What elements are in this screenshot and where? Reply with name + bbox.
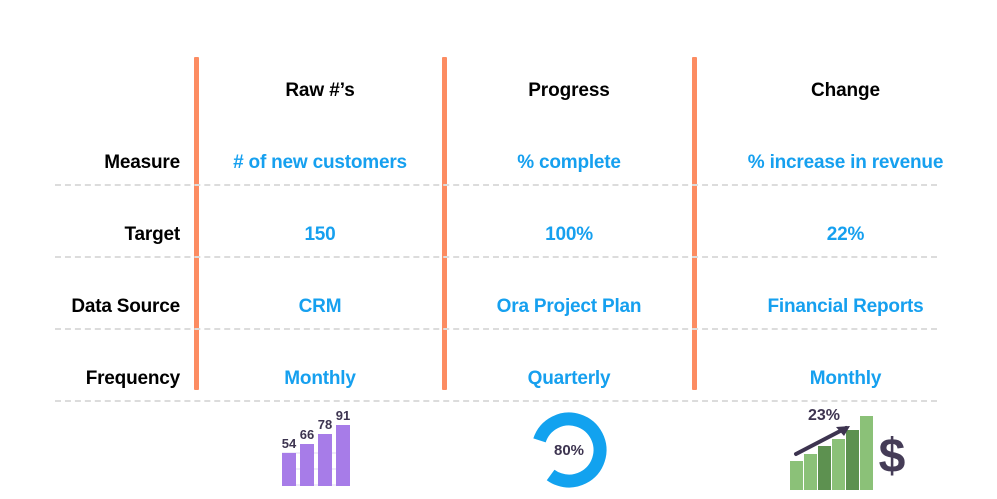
row-separator-2 xyxy=(55,256,937,258)
column-header-change: Change xyxy=(694,55,997,127)
header-corner-cell xyxy=(0,55,180,127)
cell-value: Ora Project Plan xyxy=(496,296,642,317)
bar-label-4: 91 xyxy=(336,408,350,423)
bar-label-1: 54 xyxy=(282,436,297,451)
column-divider-1 xyxy=(194,57,199,390)
green-bar-5 xyxy=(845,429,859,490)
cell-value: Monthly xyxy=(284,368,356,389)
cell-value: Financial Reports xyxy=(767,296,924,317)
donut-progress-icon: 80% xyxy=(531,411,607,487)
bar-3 xyxy=(318,433,332,486)
table-cell: Ora Project Plan xyxy=(444,271,694,343)
icon-strip: 54 66 78 91 80% xyxy=(0,400,997,499)
trend-arrow-line xyxy=(793,425,848,456)
cell-value: 22% xyxy=(826,224,865,245)
bar-1 xyxy=(282,452,296,486)
column-divider-3 xyxy=(692,57,697,390)
divider-gap xyxy=(180,271,196,343)
trend-arrow-head xyxy=(835,425,850,436)
divider-gap xyxy=(180,199,196,271)
divider-gap xyxy=(180,127,196,199)
column-header-label: Change xyxy=(810,80,881,101)
table-row: Measure # of new customers % complete % … xyxy=(0,127,997,199)
growth-chart-dollar-icon: 23% $ xyxy=(789,407,905,490)
column-header-progress: Progress xyxy=(444,55,694,127)
table-row: Frequency Monthly Quarterly Monthly xyxy=(0,343,997,415)
column-header-label: Progress xyxy=(528,80,610,101)
green-bar-2 xyxy=(803,453,817,490)
column-divider-2 xyxy=(442,57,447,390)
cell-value: % complete xyxy=(517,152,621,173)
row-label: Measure xyxy=(104,152,180,173)
table-cell: 150 xyxy=(196,199,444,271)
donut-center-label: 80% xyxy=(554,442,584,459)
icon-slot-progress: 80% xyxy=(444,400,694,499)
donut-progress-arc xyxy=(531,411,607,487)
row-separator-4 xyxy=(55,400,937,402)
green-bar-3 xyxy=(817,445,831,490)
row-separator-3 xyxy=(55,328,937,330)
green-bar-1 xyxy=(789,460,803,490)
table-grid: Raw #’s Progress Change Measure # of new… xyxy=(0,55,997,415)
row-label: Target xyxy=(124,224,181,245)
green-bar-4 xyxy=(831,438,845,490)
cell-value: 150 xyxy=(304,224,336,245)
cell-value: 100% xyxy=(545,224,593,245)
table-cell: CRM xyxy=(196,271,444,343)
cell-value: Monthly xyxy=(809,368,882,389)
green-bar-6 xyxy=(859,415,873,490)
bar-chart-icon: 54 66 78 91 xyxy=(282,408,350,486)
growth-annotation-label: 23% xyxy=(807,407,839,424)
row-label: Data Source xyxy=(71,296,180,317)
cell-value: Quarterly xyxy=(527,368,611,389)
bar-label-2: 66 xyxy=(300,427,314,442)
bar-2 xyxy=(300,443,314,486)
dollar-sign-icon: $ xyxy=(878,430,905,483)
bar-label-3: 78 xyxy=(318,417,332,432)
icon-slot-change: 23% $ xyxy=(694,400,997,499)
table-cell: % complete xyxy=(444,127,694,199)
row-separator-1 xyxy=(55,184,937,186)
table-cell: 100% xyxy=(444,199,694,271)
column-header-label: Raw #’s xyxy=(285,80,355,101)
bar-4 xyxy=(336,424,350,486)
cell-value: # of new customers xyxy=(233,152,407,173)
table-cell: Financial Reports xyxy=(694,271,997,343)
table-cell: Monthly xyxy=(694,343,997,415)
table-cell: 22% xyxy=(694,199,997,271)
cell-value: % increase in revenue xyxy=(747,152,944,173)
row-label: Frequency xyxy=(85,368,180,389)
table-row: Data Source CRM Ora Project Plan Financi… xyxy=(0,271,997,343)
divider-gap xyxy=(180,55,196,127)
cell-value: CRM xyxy=(298,296,342,317)
table-cell: # of new customers xyxy=(196,127,444,199)
table-row: Target 150 100% 22% xyxy=(0,199,997,271)
column-header-raw: Raw #’s xyxy=(196,55,444,127)
icon-slot-raw: 54 66 78 91 xyxy=(196,400,444,499)
table-cell: % increase in revenue xyxy=(694,127,997,199)
table-header-row: Raw #’s Progress Change xyxy=(0,55,997,127)
table-cell: Quarterly xyxy=(444,343,694,415)
table-cell: Monthly xyxy=(196,343,444,415)
